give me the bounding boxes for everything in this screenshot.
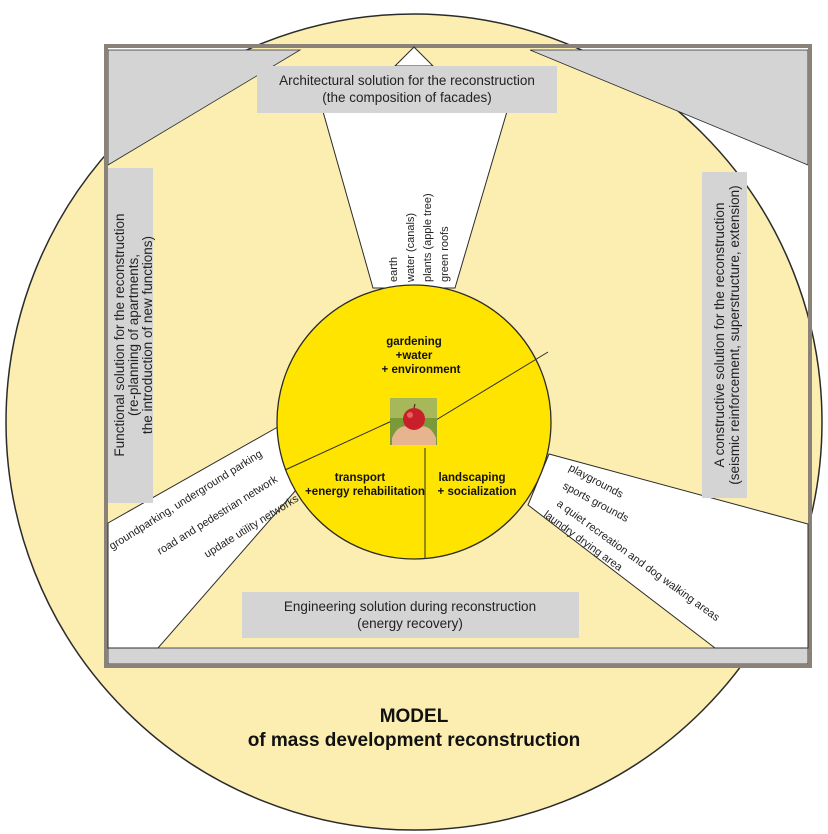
divider-left <box>284 419 395 471</box>
engineering-title: Engineering solution during reconstructi… <box>284 599 536 614</box>
transport-label-2: +energy rehabilitation <box>305 486 425 498</box>
right-spoke <box>527 453 809 649</box>
outer-frame <box>104 44 812 668</box>
functional-subtitle-1: (re-planning of apartments, <box>126 254 141 416</box>
bottom-bar <box>107 647 809 665</box>
functional-solution-box <box>108 168 153 503</box>
model-title: MODEL <box>380 706 449 727</box>
top-spoke-item: plants (apple tree) <box>422 193 434 282</box>
functional-subtitle-2: the introduction of new functions) <box>140 236 155 434</box>
gardening-label-3: + environment <box>382 364 461 376</box>
constructive-title: A constructive solution for the reconstr… <box>712 203 727 468</box>
gardening-label-1: gardening <box>386 336 442 348</box>
transport-label-1: transport <box>335 472 386 484</box>
functional-title: Functional solution for the reconstructi… <box>112 213 127 456</box>
architectural-solution-box <box>257 66 557 113</box>
constructive-subtitle: (seismic reinforcement, superstructure, … <box>727 185 742 484</box>
divider-right <box>435 351 549 421</box>
gardening-label-2: +water <box>396 350 433 362</box>
architectural-subtitle: (the composition of facades) <box>322 90 492 105</box>
engineering-solution-box <box>242 592 579 638</box>
top-spoke-item: earth <box>388 257 400 282</box>
top-spoke-item: water (canals) <box>405 213 417 283</box>
architectural-title: Architectural solution for the reconstru… <box>279 73 535 88</box>
constructive-solution-box <box>702 172 747 498</box>
landscaping-label-1: landscaping <box>438 472 505 484</box>
apple-in-hands-photo <box>390 398 437 445</box>
engineering-subtitle: (energy recovery) <box>357 616 463 631</box>
top-spoke-item: green roofs <box>439 226 451 282</box>
landscaping-label-2: + socialization <box>438 486 517 498</box>
model-subtitle: of mass development reconstruction <box>248 730 581 751</box>
